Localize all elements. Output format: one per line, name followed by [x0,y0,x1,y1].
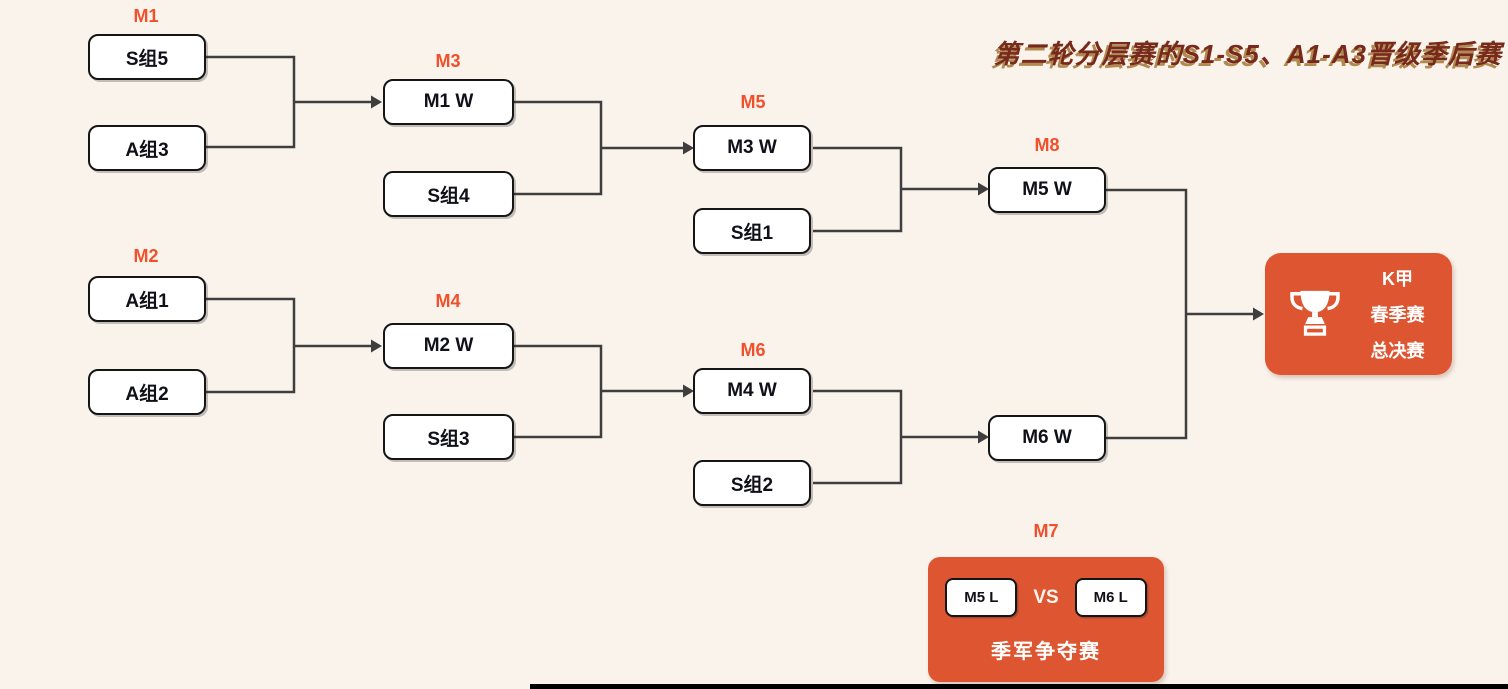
team-name: A组3 [125,139,169,161]
final-line: 春季赛 [1370,305,1425,325]
team-name: M6 W [1022,427,1072,448]
team-name: M4 W [727,380,777,401]
team-name: M1 W [423,91,474,112]
team-name: M5 L [964,589,999,606]
team-box-m3-top: M1 W [383,79,514,125]
team-box-m7-left: M5 L [945,578,1018,617]
page-title: 第二轮分层赛的S1-S5、A1-A3晋级季后赛 [993,39,1502,69]
match-label-m7: M7 [1033,521,1059,541]
final-line: 总决赛 [1370,341,1425,361]
team-name: M6 L [1093,589,1128,606]
team-name: A组1 [125,290,169,312]
final-title: K甲 春季赛 总决赛 [1343,265,1452,363]
team-name: A组2 [125,383,169,405]
team-box-m5-bottom: S组1 [693,208,811,254]
team-box-m4-top: M2 W [383,323,514,369]
team-name: M2 W [423,335,474,356]
match-label-m1: M1 [133,6,159,26]
team-box-m7-right: M6 L [1074,578,1147,617]
team-name: S组1 [730,222,774,244]
match-label-m3: M3 [435,51,461,71]
team-box-m1-top: S组5 [88,34,206,80]
match-label-m4: M4 [435,291,461,311]
team-box-m6-top: M4 W [693,368,811,414]
team-box-m5-top: M3 W [693,125,811,171]
match-label-m8: M8 [1034,135,1060,155]
third-place-caption: 季军争夺赛 [991,641,1101,663]
team-box-m1-bottom: A组3 [88,125,206,171]
team-name: M5 W [1022,179,1072,200]
team-box-m6-bottom: S组2 [693,460,811,506]
team-box-m2-bottom: A组2 [88,369,206,415]
bottom-divider [530,684,1508,689]
trophy-icon [1287,288,1343,340]
team-box-m8-bottom: M6 W [988,415,1106,461]
third-place-box: M5 L VS M6 L 季军争夺赛 [928,557,1164,682]
match-label-m6: M6 [740,340,766,360]
match-label-m2: M2 [133,246,159,266]
team-name: S组5 [125,48,169,70]
team-name: M3 W [727,137,777,158]
team-box-m8-top: M5 W [988,167,1106,213]
final-box: K甲 春季赛 总决赛 [1265,253,1452,375]
team-name: S组3 [427,428,470,450]
vs-label: VS [1033,586,1059,608]
team-name: S组4 [427,185,470,207]
team-name: S组2 [730,474,774,496]
match-label-m5: M5 [740,92,766,112]
team-box-m4-bottom: S组3 [383,414,514,460]
final-line: K甲 [1382,269,1413,289]
arrowheads [371,95,1264,444]
team-box-m3-bottom: S组4 [383,171,514,217]
team-box-m2-top: A组1 [88,276,206,322]
connector-lines [206,55,1255,485]
third-place-matchup: M5 L VS M6 L [928,578,1164,617]
